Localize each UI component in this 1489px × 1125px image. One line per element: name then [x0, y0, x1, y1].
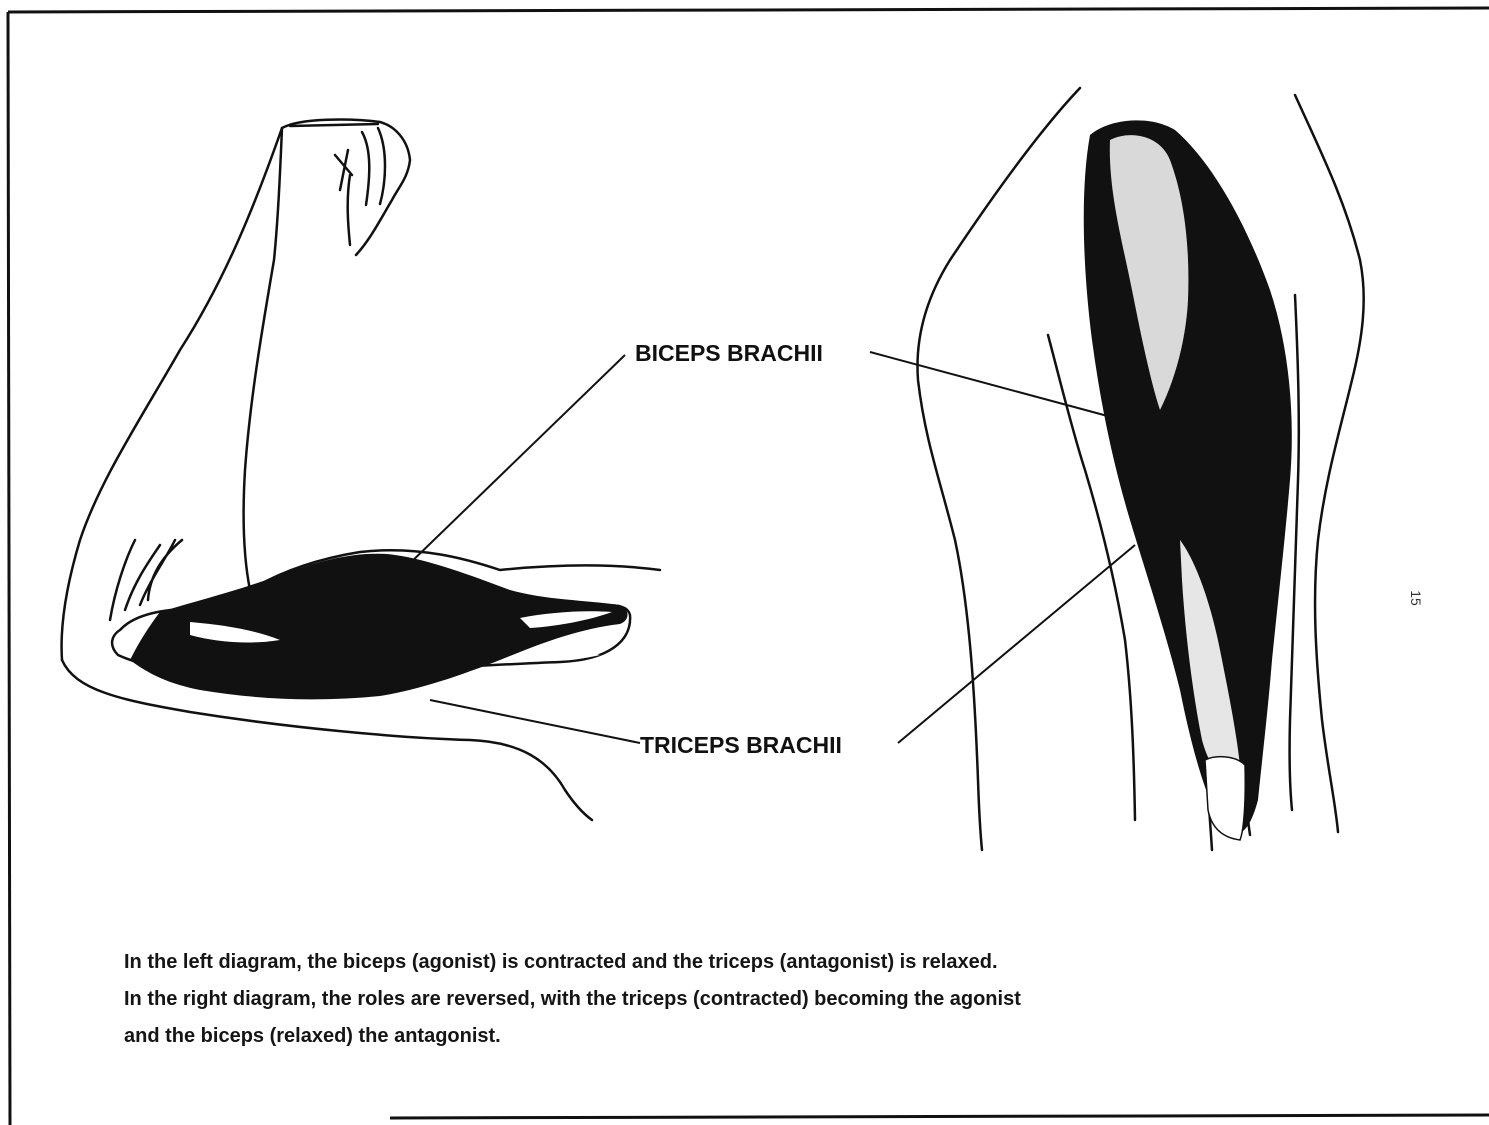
left-fist-knuckles — [290, 124, 385, 245]
caption-line-3: and the biceps (relaxed) the antagonist. — [124, 1018, 1394, 1055]
biceps-leader-left — [405, 355, 625, 568]
caption-line-2: In the right diagram, the roles are reve… — [124, 981, 1394, 1018]
biceps-leader-right — [870, 352, 1115, 418]
right-muscle-group — [1084, 120, 1292, 840]
left-forearm-outline — [244, 128, 282, 590]
figure-caption: In the left diagram, the biceps (agonist… — [124, 944, 1394, 1055]
triceps-leader-right — [898, 545, 1135, 743]
page-mark: 15 — [1408, 590, 1424, 606]
biceps-label: BICEPS BRACHII — [635, 340, 823, 366]
leader-lines — [405, 352, 1135, 743]
right-arm-outer-right — [1295, 95, 1364, 832]
right-arm-inner-line-2 — [1290, 295, 1299, 810]
right-arm-outer-left — [917, 88, 1080, 850]
triceps-leader-left — [430, 700, 640, 743]
caption-line-1: In the left diagram, the biceps (agonist… — [124, 944, 1394, 981]
left-arm-diagram — [62, 120, 660, 820]
left-elbow-tendon — [110, 540, 182, 620]
left-biceps-muscle — [130, 554, 628, 700]
triceps-label: TRICEPS BRACHII — [640, 732, 842, 758]
left-fist-outline — [282, 120, 410, 255]
